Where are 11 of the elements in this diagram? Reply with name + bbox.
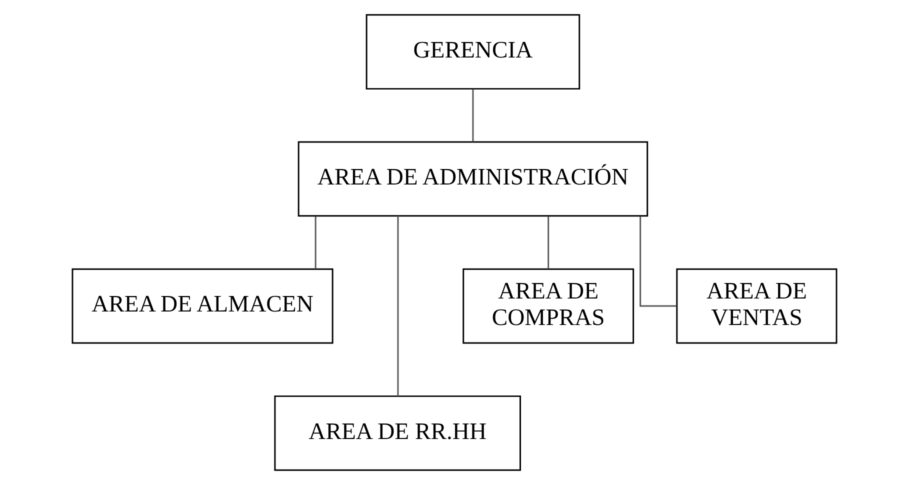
- node-box: GERENCIA: [365, 14, 580, 90]
- node-box: AREA DE VENTAS: [676, 268, 837, 344]
- connector: [314, 216, 316, 268]
- connector: [472, 88, 474, 142]
- connector: [396, 215, 398, 396]
- connector: [639, 216, 676, 306]
- node-box: AREA DE COMPRAS: [462, 268, 634, 344]
- connector: [547, 216, 549, 268]
- node-box: AREA DE RR.HH: [274, 394, 520, 470]
- node-box: AREA DE ADMINISTRACIÓN: [297, 140, 648, 216]
- node-box: AREA DE ALMACEN: [71, 268, 333, 344]
